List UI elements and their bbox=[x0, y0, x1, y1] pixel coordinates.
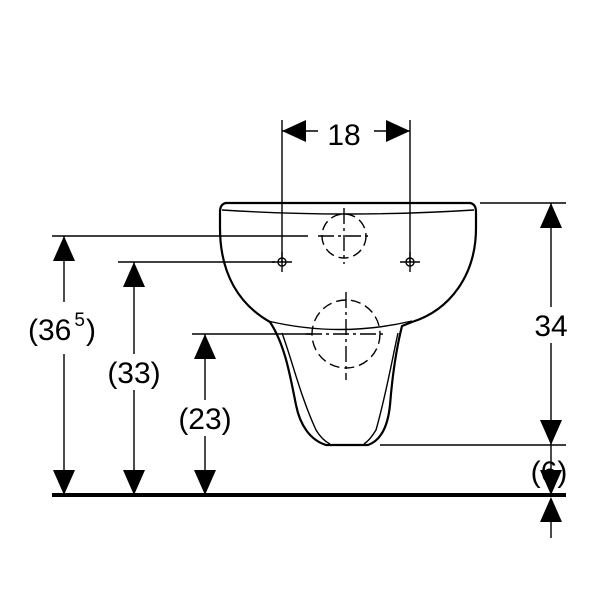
arrow-down-icon bbox=[540, 420, 562, 445]
dimension-label-6: (6) bbox=[531, 456, 568, 489]
arrow-down-icon bbox=[123, 470, 145, 495]
dimension-waste-outlet-height: (23) bbox=[170, 333, 312, 495]
toilet-bowl-outline bbox=[218, 201, 478, 447]
arrow-up-icon bbox=[123, 262, 145, 287]
arrow-left-icon bbox=[282, 120, 306, 142]
dimension-floor-clearance: (6) bbox=[531, 445, 568, 538]
arrow-up-icon bbox=[540, 203, 562, 228]
dimension-label-18: 18 bbox=[327, 119, 360, 152]
upper-connection-circle bbox=[318, 208, 372, 264]
arrow-right-icon bbox=[386, 120, 410, 142]
arrow-up-icon bbox=[53, 236, 75, 261]
dimension-label-34: 34 bbox=[534, 310, 567, 343]
arrow-up-icon bbox=[540, 497, 562, 522]
dimension-label-33: (33) bbox=[107, 357, 160, 390]
dimension-hole-spacing: 18 bbox=[281, 114, 411, 262]
arrow-down-icon bbox=[194, 470, 216, 495]
arrow-down-icon bbox=[53, 470, 75, 495]
arrow-up-icon bbox=[194, 334, 216, 359]
dimension-total-height: 34 bbox=[380, 202, 574, 446]
dimension-fixing-holes-height: (33) bbox=[100, 261, 275, 495]
arrow-down-icon bbox=[540, 470, 562, 495]
dimension-label-23: (23) bbox=[178, 403, 231, 436]
